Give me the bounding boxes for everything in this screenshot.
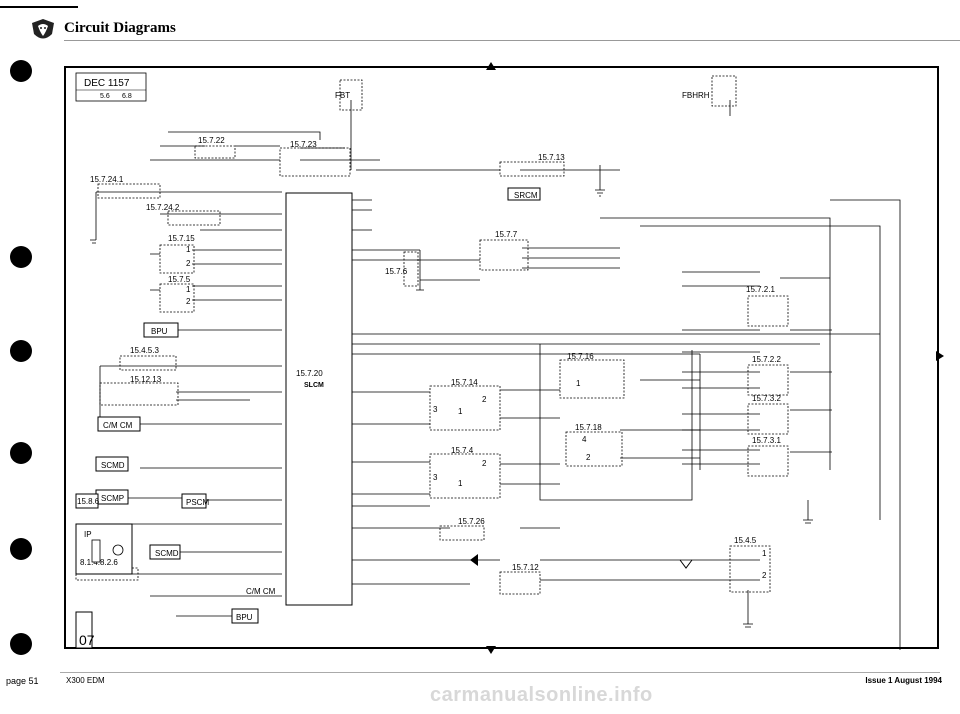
diode-icon xyxy=(679,559,693,569)
svg-text:1: 1 xyxy=(186,285,191,294)
pscm-label: PSCM xyxy=(186,498,209,507)
svg-text:6.8: 6.8 xyxy=(122,93,132,100)
ref-15-7-20: 15.7.20 xyxy=(296,369,323,378)
svg-text:8.1.4.8.2.6: 8.1.4.8.2.6 xyxy=(80,558,118,567)
cmcm-label: C/M CM xyxy=(103,421,133,430)
svg-text:2: 2 xyxy=(186,297,191,306)
scmp-label: SCMP xyxy=(101,494,124,503)
svg-text:15.7.26: 15.7.26 xyxy=(458,517,485,526)
svg-text:15.7.4: 15.7.4 xyxy=(451,446,474,455)
slcm-label: SLCM xyxy=(304,382,324,389)
svg-text:2: 2 xyxy=(762,571,767,580)
svg-text:15.7.7: 15.7.7 xyxy=(495,230,518,239)
right-marker-icon xyxy=(936,351,944,361)
svg-text:15.7.16: 15.7.16 xyxy=(567,352,594,361)
binder-hole xyxy=(10,538,32,560)
bpu-label: BPU xyxy=(151,327,168,336)
svg-text:15.7.14: 15.7.14 xyxy=(451,378,478,387)
page-number: page 51 xyxy=(6,676,39,686)
svg-text:15.7.6: 15.7.6 xyxy=(385,267,408,276)
lamp-icon xyxy=(112,544,124,556)
scmd-label: SCMD xyxy=(101,461,125,470)
binder-hole xyxy=(10,442,32,464)
binder-hole xyxy=(10,633,32,655)
svg-text:15.7.23: 15.7.23 xyxy=(290,140,317,149)
header-rule xyxy=(0,6,78,8)
fbhrh-label: FBHRH xyxy=(682,91,710,100)
svg-text:15.7.2.1: 15.7.2.1 xyxy=(746,285,775,294)
svg-text:15.4.5: 15.4.5 xyxy=(734,536,757,545)
svg-text:15.8.6: 15.8.6 xyxy=(77,497,100,506)
top-marker-icon xyxy=(486,62,496,70)
header-separator xyxy=(64,40,960,41)
svg-text:2: 2 xyxy=(186,259,191,268)
svg-text:1: 1 xyxy=(576,379,581,388)
slcm-module xyxy=(285,192,353,606)
svg-text:15.7.24.2: 15.7.24.2 xyxy=(146,203,180,212)
svg-text:15.7.3.2: 15.7.3.2 xyxy=(752,394,781,403)
footer-rule xyxy=(60,672,940,673)
svg-text:3: 3 xyxy=(433,473,438,482)
svg-text:2: 2 xyxy=(482,459,487,468)
watermark: carmanualsonline.info xyxy=(430,684,653,706)
dashed-boxes xyxy=(75,75,789,595)
issue-date: Issue 1 August 1994 xyxy=(865,676,942,685)
cmcm-lower-label: C/M CM xyxy=(246,587,276,596)
binder-hole xyxy=(10,246,32,268)
svg-text:15.12.13: 15.12.13 xyxy=(130,375,162,384)
svg-text:15.7.5: 15.7.5 xyxy=(168,275,191,284)
bpu-lower-label: BPU xyxy=(236,613,253,622)
svg-text:15.7.13: 15.7.13 xyxy=(538,153,565,162)
date-stamp: DEC 1157 5.6 6.8 xyxy=(75,72,147,102)
jaguar-logo-icon xyxy=(32,19,54,39)
page-title: Circuit Diagrams xyxy=(64,20,176,36)
svg-text:4: 4 xyxy=(582,435,587,444)
fbt-label: FBT xyxy=(335,91,350,100)
svg-text:5.6: 5.6 xyxy=(100,93,110,100)
svg-text:15.7.15: 15.7.15 xyxy=(168,234,195,243)
figure-tag: 07 xyxy=(79,632,95,648)
svg-text:1: 1 xyxy=(186,245,191,254)
svg-text:2: 2 xyxy=(586,453,591,462)
svg-text:15.7.18: 15.7.18 xyxy=(575,423,602,432)
bottom-marker-icon xyxy=(486,646,496,654)
svg-text:15.7.22: 15.7.22 xyxy=(198,136,225,145)
scmd-lower-label: SCMD xyxy=(155,549,179,558)
svg-text:15.7.2.2: 15.7.2.2 xyxy=(752,355,781,364)
relay-pin-labels: 1 2 1 2 3 2 1 3 2 1 1 4 2 1 2 xyxy=(186,245,767,580)
svg-text:2: 2 xyxy=(482,395,487,404)
svg-text:1: 1 xyxy=(762,549,767,558)
srcm-label: SRCM xyxy=(514,191,538,200)
binder-hole xyxy=(10,340,32,362)
switch-icon xyxy=(91,539,101,563)
diode-icon xyxy=(470,554,478,566)
ip-label: IP xyxy=(84,530,92,539)
ground-symbols xyxy=(90,189,813,628)
document-name: X300 EDM xyxy=(66,676,105,685)
binder-hole xyxy=(10,60,32,82)
svg-text:1: 1 xyxy=(458,407,463,416)
svg-text:15.7.3.1: 15.7.3.1 xyxy=(752,436,781,445)
svg-text:15.7.24.1: 15.7.24.1 xyxy=(90,175,124,184)
svg-text:1: 1 xyxy=(458,479,463,488)
svg-text:3: 3 xyxy=(433,405,438,414)
svg-text:15.7.12: 15.7.12 xyxy=(512,563,539,572)
module-boxes xyxy=(75,187,541,649)
svg-text:15.4.5.3: 15.4.5.3 xyxy=(130,346,159,355)
svg-text:DEC 1157: DEC 1157 xyxy=(84,78,130,89)
ref-labels: 15.7.22 15.7.23 15.7.13 15.7.24.1 15.7.2… xyxy=(77,136,781,572)
wiring xyxy=(95,100,901,650)
